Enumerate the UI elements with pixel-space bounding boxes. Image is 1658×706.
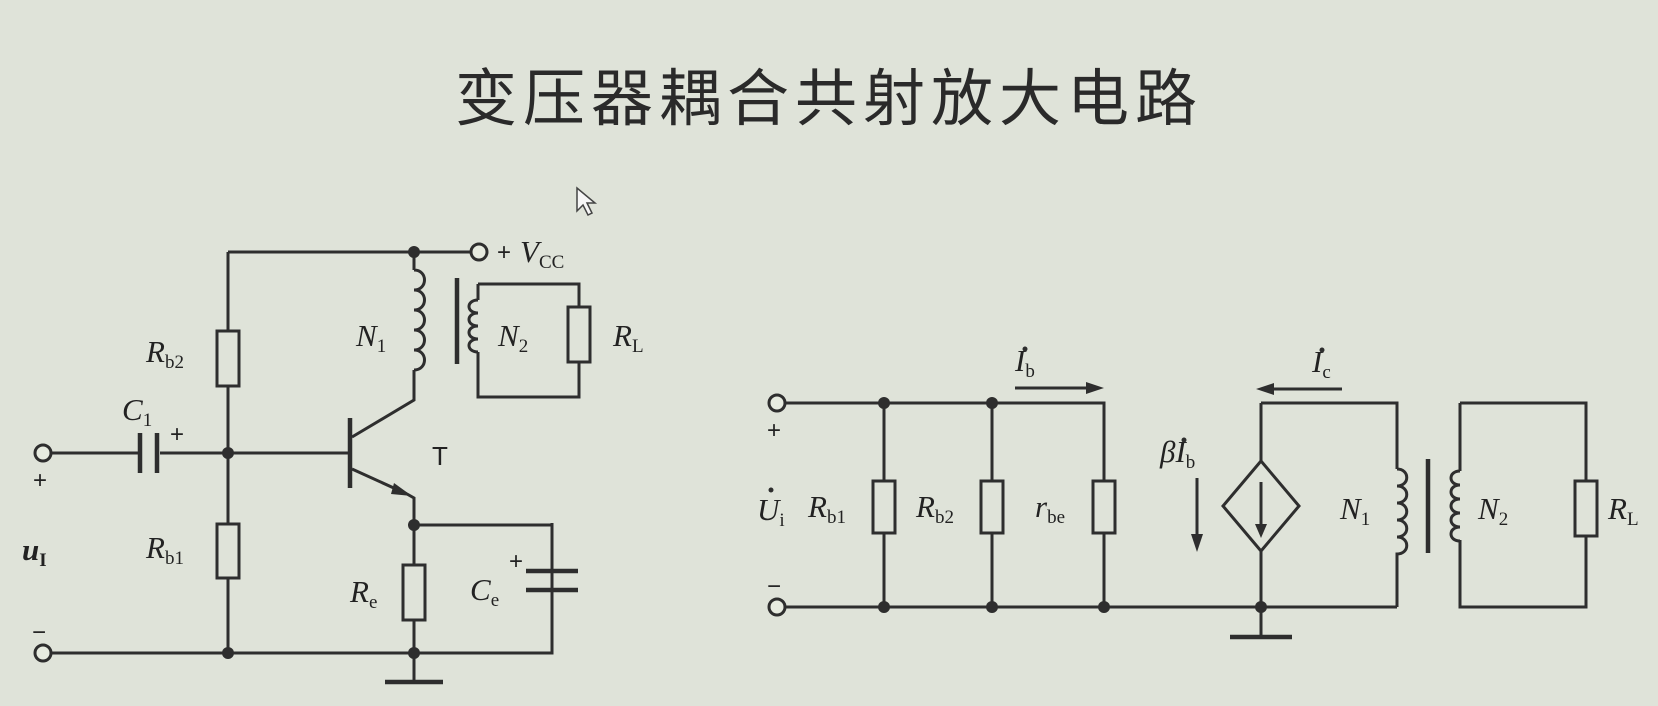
equivalent-circuit: + − Ui Rb1 Rb2 rbe (757, 343, 1639, 640)
slide-title: 变压器耦合共射放大电路 (454, 62, 1203, 135)
mouse-cursor-icon (576, 186, 598, 217)
eq-rb1-resistor (871, 479, 897, 535)
rl-resistor (566, 305, 592, 364)
eq-top-wire (785, 401, 1106, 607)
c1-plus-sign: + (170, 421, 184, 448)
ui-label: uI (22, 532, 47, 571)
eq-input-minus-sign: − (767, 573, 781, 600)
eq-source-label: βIb (1159, 434, 1195, 473)
rb1-resistor (215, 522, 241, 580)
n1-coil (412, 252, 426, 372)
transistor-collector (351, 370, 416, 439)
eq-dependent-source-diamond (1221, 458, 1301, 554)
rl-label: RL (612, 318, 644, 357)
eq-n1-label: N1 (1339, 491, 1370, 530)
eq-n2-label: N2 (1477, 491, 1508, 530)
vcc-label: VCC (520, 234, 564, 273)
eq-ic-label: Ic (1311, 344, 1331, 383)
eq-ic-arrow-icon (1256, 383, 1274, 395)
ce-plus-sign: + (509, 548, 523, 575)
ce-capacitor (526, 568, 578, 593)
emitter-wire (406, 492, 416, 525)
eq-ic-dot (1319, 347, 1325, 353)
eq-ib-dot (1022, 346, 1028, 352)
eq-input-minus-terminal (767, 597, 787, 617)
vcc-terminal (469, 242, 489, 262)
eq-source-current-arrow-icon (1191, 534, 1203, 552)
eq-input-plus-terminal (767, 393, 787, 413)
eq-source-dot (1181, 437, 1187, 443)
input-minus-terminal (33, 643, 53, 663)
eq-rb2-label: Rb2 (915, 489, 954, 528)
eq-rbe-label: rbe (1035, 489, 1065, 528)
rb2-resistor (215, 329, 241, 388)
input-minus-sign: − (32, 619, 46, 646)
eq-junction-dot (1098, 601, 1110, 613)
rb1-label: Rb1 (145, 530, 184, 569)
eq-secondary-loop-wire (1458, 401, 1588, 609)
eq-ui-dot (768, 487, 774, 493)
input-plus-sign: + (33, 467, 47, 494)
eq-source-arrow-icon (1255, 524, 1267, 538)
ce-label: Ce (470, 572, 499, 611)
eq-rbe-resistor (1091, 479, 1117, 535)
eq-ib-label: Ib (1014, 343, 1035, 382)
eq-n1-coil (1395, 467, 1409, 607)
c1-label: C1 (122, 392, 152, 431)
re-label: Re (349, 574, 377, 613)
input-plus-terminal (33, 443, 53, 463)
emitter-arrow-icon (391, 483, 412, 496)
eq-n2-coil (1449, 469, 1461, 543)
eq-ib-arrow-icon (1086, 382, 1104, 394)
eq-rb1-label: Rb1 (807, 489, 846, 528)
eq-ui-label: Ui (757, 492, 785, 531)
amplifier-circuit: + VCC Rb2 Rb1 + C1 + uI − (22, 234, 644, 685)
re-ground-dot (408, 647, 420, 659)
vcc-plus-sign: + (497, 239, 511, 266)
eq-rl-resistor (1573, 479, 1599, 538)
eq-rl-label: RL (1607, 491, 1639, 530)
n1-label: N1 (355, 318, 386, 357)
ce-wire (414, 523, 554, 653)
rb2-label: Rb2 (145, 334, 184, 373)
n2-label: N2 (497, 318, 528, 357)
transistor-label: T (432, 441, 448, 471)
eq-input-plus-sign: + (767, 417, 781, 444)
c1-capacitor (137, 433, 160, 473)
re-resistor (401, 563, 427, 622)
n2-coil (467, 298, 479, 354)
secondary-loop-wire (476, 282, 581, 399)
eq-rb2-resistor (979, 479, 1005, 535)
eq-n1-top-wire (1261, 401, 1399, 469)
